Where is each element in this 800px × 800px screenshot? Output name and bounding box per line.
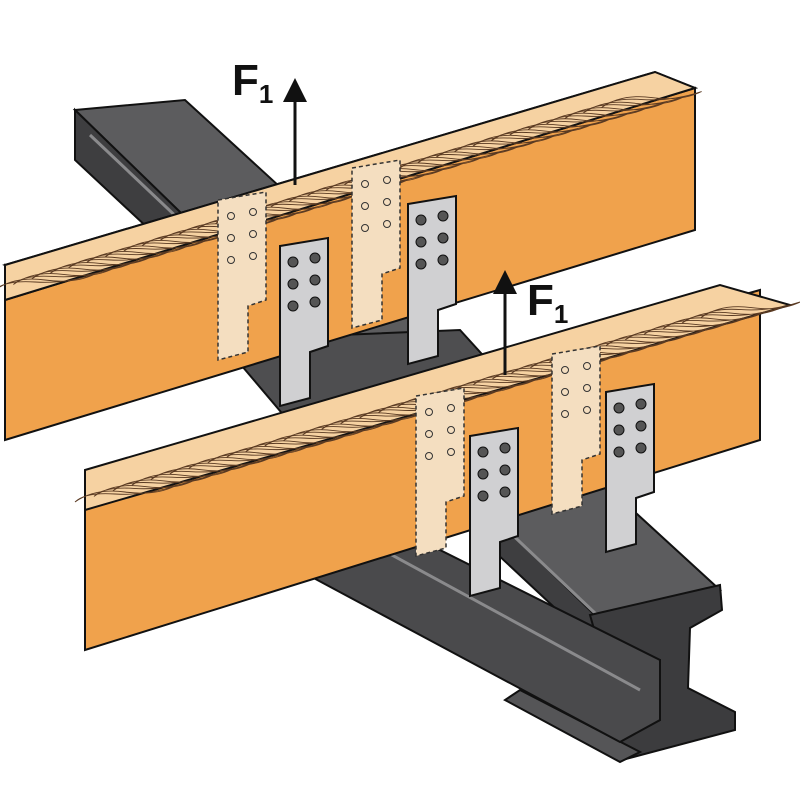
wood-grain-line bbox=[601, 91, 702, 108]
nail-hole bbox=[447, 448, 455, 456]
nail-hole bbox=[583, 384, 591, 392]
metal-bracket bbox=[605, 382, 655, 554]
nail-hole bbox=[415, 214, 427, 226]
nail-hole bbox=[287, 300, 299, 312]
nail-hole bbox=[499, 486, 511, 498]
bracket-plate bbox=[217, 191, 267, 361]
nail-hole bbox=[309, 252, 321, 264]
nail-hole bbox=[361, 180, 369, 188]
force-arrow-front: F1 bbox=[493, 270, 568, 375]
nail-hole bbox=[309, 296, 321, 308]
nail-hole bbox=[447, 426, 455, 434]
timber-beam-back bbox=[0, 70, 702, 442]
nail-hole bbox=[361, 224, 369, 232]
nail-hole bbox=[415, 236, 427, 248]
nail-hole bbox=[437, 232, 449, 244]
force-label-back: F1 bbox=[232, 56, 273, 109]
nail-hole bbox=[383, 176, 391, 184]
nail-hole bbox=[447, 404, 455, 412]
nail-hole bbox=[635, 442, 647, 454]
nail-hole bbox=[227, 234, 235, 242]
nail-hole bbox=[583, 406, 591, 414]
nail-hole bbox=[613, 424, 625, 436]
nail-hole bbox=[383, 198, 391, 206]
hidden-bracket bbox=[415, 387, 465, 557]
arrow-up-icon bbox=[493, 270, 517, 294]
nail-hole bbox=[477, 468, 489, 480]
nail-hole bbox=[309, 274, 321, 286]
nail-hole bbox=[383, 220, 391, 228]
nail-hole bbox=[227, 256, 235, 264]
nail-hole bbox=[227, 212, 235, 220]
nail-hole bbox=[425, 452, 433, 460]
arrow-up-icon bbox=[283, 78, 307, 102]
nail-hole bbox=[249, 230, 257, 238]
bracket-plate bbox=[469, 426, 519, 598]
nail-hole bbox=[499, 464, 511, 476]
metal-bracket bbox=[469, 426, 519, 598]
nail-hole bbox=[249, 208, 257, 216]
bracket-group-front bbox=[415, 345, 655, 598]
nail-hole bbox=[613, 446, 625, 458]
nail-hole bbox=[425, 430, 433, 438]
nail-hole bbox=[437, 210, 449, 222]
nail-hole bbox=[287, 256, 299, 268]
hidden-bracket bbox=[551, 345, 601, 515]
nail-hole bbox=[583, 362, 591, 370]
hidden-bracket bbox=[351, 159, 401, 329]
bracket-plate bbox=[551, 345, 601, 515]
hidden-bracket bbox=[217, 191, 267, 361]
bracket-plate bbox=[351, 159, 401, 329]
nail-hole bbox=[425, 408, 433, 416]
nail-hole bbox=[613, 402, 625, 414]
bracket-group-back bbox=[217, 159, 457, 408]
nail-hole bbox=[561, 410, 569, 418]
nail-hole bbox=[561, 366, 569, 374]
nail-hole bbox=[635, 420, 647, 432]
nail-hole bbox=[635, 398, 647, 410]
nail-hole bbox=[477, 446, 489, 458]
bracket-plate bbox=[415, 387, 465, 557]
nail-hole bbox=[287, 278, 299, 290]
metal-bracket bbox=[279, 236, 329, 408]
force-label-front: F1 bbox=[527, 276, 568, 329]
nail-hole bbox=[415, 258, 427, 270]
force-arrow-back: F1 bbox=[232, 56, 307, 185]
nail-hole bbox=[561, 388, 569, 396]
nail-hole bbox=[249, 252, 257, 260]
nail-hole bbox=[437, 254, 449, 266]
metal-bracket bbox=[407, 194, 457, 366]
nail-hole bbox=[477, 490, 489, 502]
nail-hole bbox=[499, 442, 511, 454]
wood-grain-line bbox=[700, 301, 800, 318]
nail-hole bbox=[361, 202, 369, 210]
